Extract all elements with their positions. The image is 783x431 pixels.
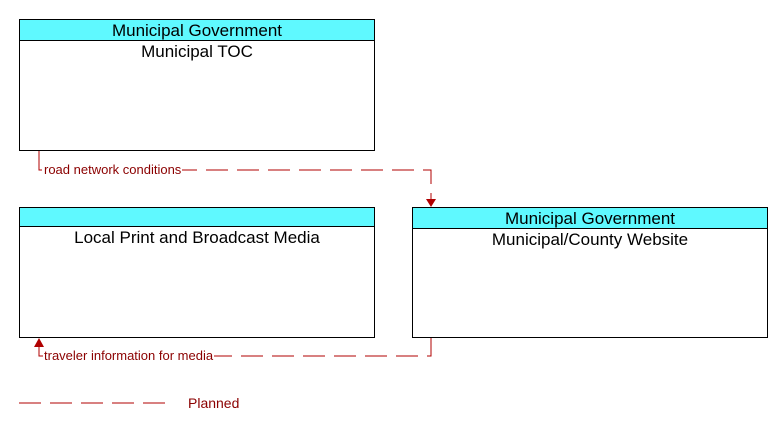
flow-road-network-conditions[interactable] — [38, 151, 436, 207]
node-title: Municipal TOC — [141, 42, 253, 61]
node-title: Municipal/County Website — [491, 230, 689, 249]
municipal-county-website-node[interactable]: Municipal Government Municipal/County We… — [412, 207, 768, 338]
flow-traveler-information-for-media[interactable] — [34, 338, 432, 357]
municipal-toc-node[interactable]: Municipal Government Municipal TOC — [19, 19, 375, 151]
flow-label-road-network-conditions: road network conditions — [43, 162, 183, 177]
node-group-header: Municipal Government — [413, 208, 767, 229]
local-media-node[interactable]: Local Print and Broadcast Media — [19, 207, 375, 338]
arrowhead-icon — [34, 338, 44, 347]
node-title: Local Print and Broadcast Media — [74, 228, 320, 247]
arrowhead-icon — [426, 199, 436, 207]
node-group-header — [20, 208, 374, 227]
flow-label-traveler-information: traveler information for media — [43, 348, 215, 363]
flow-line — [38, 151, 432, 200]
legend-planned-label: Planned — [188, 395, 240, 411]
flow-line — [38, 338, 432, 357]
node-group-header: Municipal Government — [20, 20, 374, 41]
